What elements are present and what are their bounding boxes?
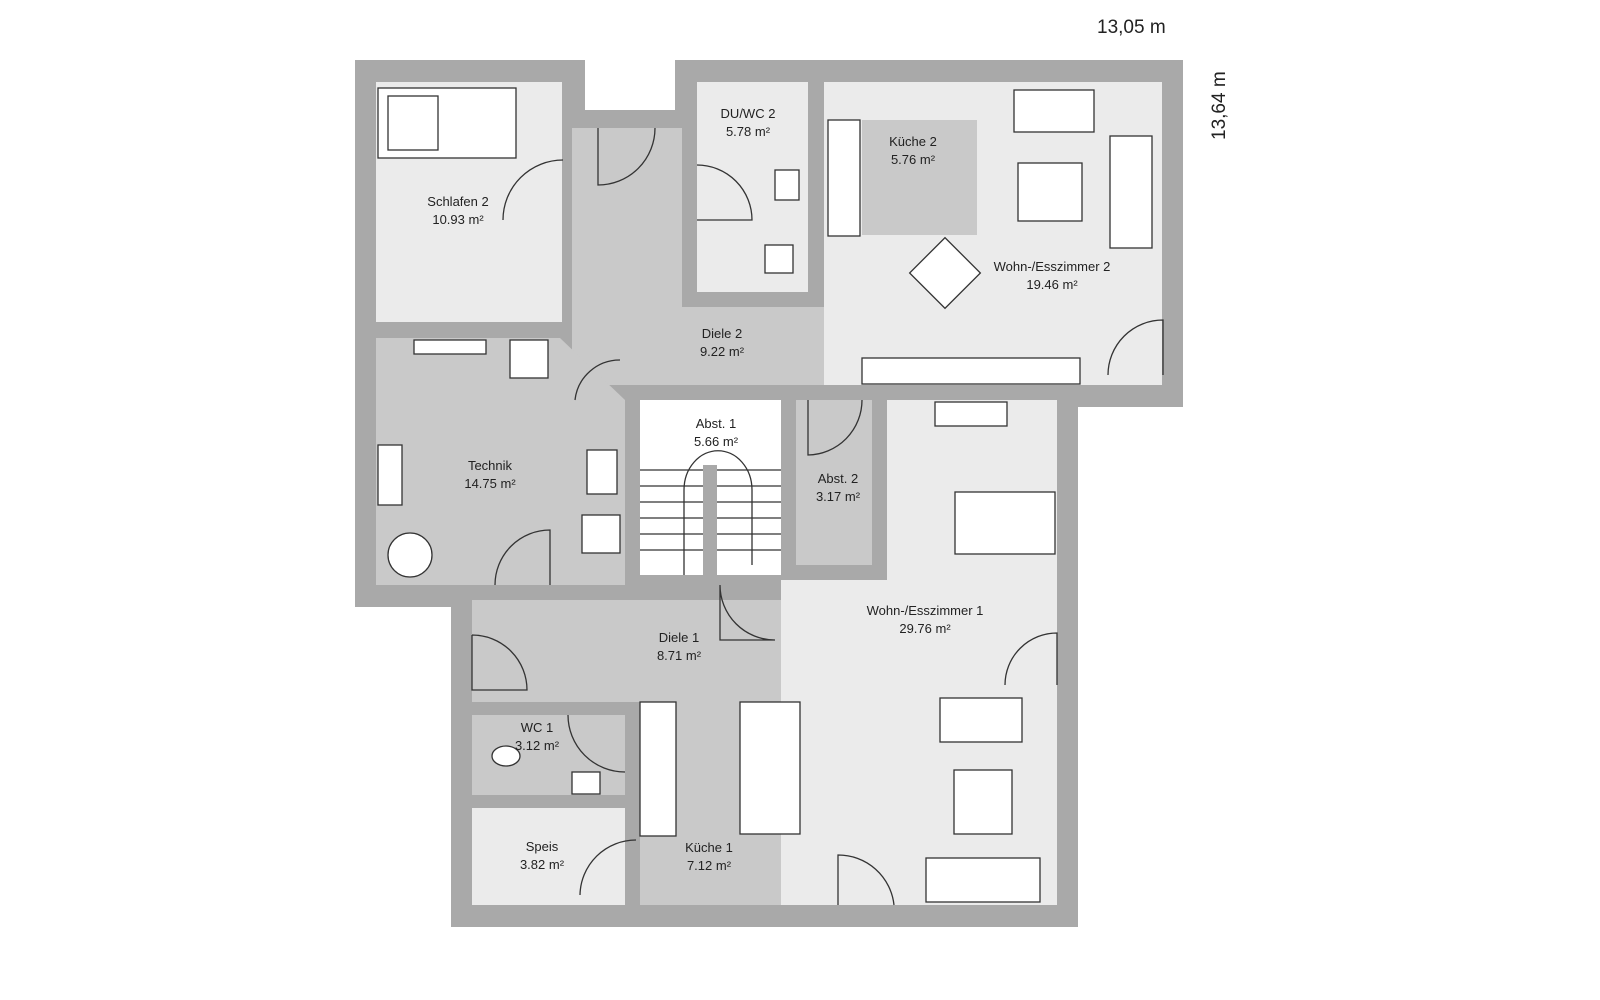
svg-text:Wohn-/Esszimmer 2: Wohn-/Esszimmer 2 xyxy=(994,259,1111,274)
svg-text:5.76 m²: 5.76 m² xyxy=(891,152,936,167)
height-dimension: 13,64 m xyxy=(1209,71,1230,140)
room-diele-1[interactable] xyxy=(472,600,781,702)
room-label-diele-1: Diele 1 8.71 m² xyxy=(657,630,702,663)
svg-text:14.75 m²: 14.75 m² xyxy=(464,476,516,491)
kitchen-2-area xyxy=(862,120,977,235)
room-label-abst-2: Abst. 2 3.17 m² xyxy=(816,471,861,504)
svg-text:Schlafen 2: Schlafen 2 xyxy=(427,194,488,209)
room-label-speis: Speis 3.82 m² xyxy=(520,839,565,872)
room-technik[interactable] xyxy=(376,338,625,585)
svg-text:3.17 m²: 3.17 m² xyxy=(816,489,861,504)
svg-text:29.76 m²: 29.76 m² xyxy=(899,621,951,636)
svg-text:Diele 2: Diele 2 xyxy=(702,326,742,341)
svg-text:Diele 1: Diele 1 xyxy=(659,630,699,645)
width-dimension: 13,05 m xyxy=(1097,17,1166,38)
svg-text:Abst. 2: Abst. 2 xyxy=(818,471,858,486)
svg-text:3.12 m²: 3.12 m² xyxy=(515,738,560,753)
svg-text:19.46 m²: 19.46 m² xyxy=(1026,277,1078,292)
room-abst-2[interactable] xyxy=(796,400,872,565)
svg-text:10.93 m²: 10.93 m² xyxy=(432,212,484,227)
svg-text:5.78 m²: 5.78 m² xyxy=(726,124,771,139)
svg-text:Wohn-/Esszimmer 1: Wohn-/Esszimmer 1 xyxy=(867,603,984,618)
room-label-schlafen-2: Schlafen 2 10.93 m² xyxy=(427,194,488,227)
svg-text:7.12 m²: 7.12 m² xyxy=(687,858,732,873)
svg-text:9.22 m²: 9.22 m² xyxy=(700,344,745,359)
svg-text:8.71 m²: 8.71 m² xyxy=(657,648,702,663)
svg-text:5.66 m²: 5.66 m² xyxy=(694,434,739,449)
room-label-wohn-1: Wohn-/Esszimmer 1 29.76 m² xyxy=(867,603,984,636)
room-label-diele-2: Diele 2 9.22 m² xyxy=(700,326,745,359)
room-label-kueche-2: Küche 2 5.76 m² xyxy=(889,134,937,167)
svg-text:Abst. 1: Abst. 1 xyxy=(696,416,736,431)
room-label-wohn-2: Wohn-/Esszimmer 2 19.46 m² xyxy=(994,259,1111,292)
svg-text:Technik: Technik xyxy=(468,458,513,473)
room-label-wc-1: WC 1 3.12 m² xyxy=(515,720,560,753)
room-label-abst-1: Abst. 1 5.66 m² xyxy=(694,416,739,449)
room-speis[interactable] xyxy=(472,808,625,905)
svg-text:3.82 m²: 3.82 m² xyxy=(520,857,565,872)
svg-text:WC 1: WC 1 xyxy=(521,720,554,735)
svg-text:DU/WC 2: DU/WC 2 xyxy=(721,106,776,121)
svg-text:Küche 1: Küche 1 xyxy=(685,840,733,855)
room-label-du-wc-2: DU/WC 2 5.78 m² xyxy=(721,106,776,139)
room-label-kueche-1: Küche 1 7.12 m² xyxy=(685,840,733,873)
svg-text:Speis: Speis xyxy=(526,839,559,854)
svg-text:Küche 2: Küche 2 xyxy=(889,134,937,149)
room-label-technik: Technik 14.75 m² xyxy=(464,458,516,491)
furniture xyxy=(377,87,1164,906)
staircase xyxy=(640,450,781,575)
